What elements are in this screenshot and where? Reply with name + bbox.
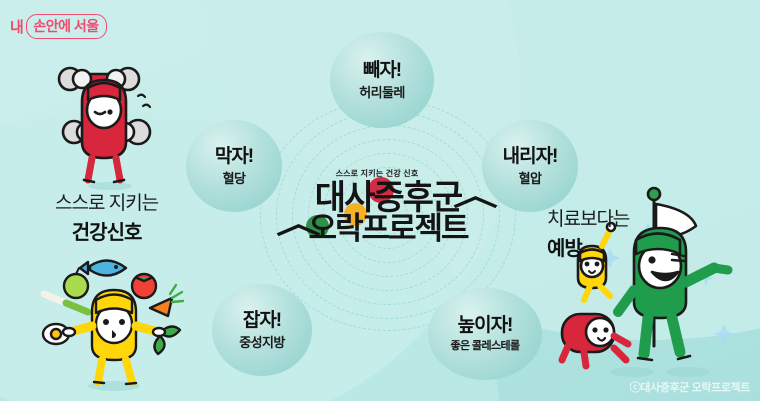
caption-left-line-1: 스스로 지키는 bbox=[55, 193, 159, 214]
bubble-cholesterol-head: 높이자! bbox=[457, 315, 514, 336]
bracket-lower-icon: 〈 bbox=[271, 207, 321, 237]
bubble-cholesterol-sub: 좋은 콜레스테롤 bbox=[450, 340, 520, 352]
bubble-waist-sub: 허리둘레 bbox=[359, 85, 405, 100]
campaign-title-main-1: 대사증후군 bbox=[314, 179, 463, 217]
bubble-blood-sugar[interactable]: 막자! 혈당 bbox=[186, 120, 282, 212]
footer-copyright: ⓒ대사증후군 오락프로젝트 bbox=[629, 382, 751, 394]
bubble-blood-pressure-sub: 혈압 bbox=[518, 171, 542, 186]
seoul-logo-word: 내 bbox=[10, 19, 24, 36]
bubble-blood-sugar-sub: 혈당 bbox=[222, 171, 246, 186]
character-weightlifter bbox=[57, 66, 152, 190]
bubble-triglycerides-sub: 중성지방 bbox=[239, 335, 285, 350]
bubble-waist-head: 빼자! bbox=[362, 60, 402, 81]
campaign-title-main-2: 오락프로젝트 bbox=[308, 211, 469, 246]
campaign-subtitle: 스스로 지키는 건강 신호 bbox=[335, 169, 419, 178]
campaign-title-line-1: 대사증후군 bbox=[272, 177, 504, 226]
bubble-waist[interactable]: 빼자! 허리둘레 bbox=[330, 32, 434, 128]
caption-right-line-1: 치료보다는 bbox=[547, 209, 630, 230]
star-icon bbox=[714, 324, 734, 344]
bubble-cholesterol[interactable]: 높이자! 좋은 콜레스테롤 bbox=[428, 288, 542, 380]
campaign-title-line-2: 오락프로젝트 bbox=[272, 213, 504, 244]
bubble-blood-sugar-head: 막자! bbox=[214, 146, 254, 167]
caption-right: 치료보다는 예방 bbox=[547, 208, 630, 262]
character-group-prevention bbox=[558, 186, 733, 377]
seoul-brand-logo[interactable]: 내 손안에 서울 bbox=[10, 14, 107, 39]
caption-left-line-2: 건강신호 bbox=[71, 221, 143, 244]
bubble-triglycerides[interactable]: 잡자! 중성지방 bbox=[212, 284, 312, 376]
bubble-blood-pressure-head: 내리자! bbox=[502, 146, 559, 167]
concentric-rings-decoration bbox=[258, 99, 518, 331]
star-icon bbox=[600, 248, 620, 268]
caption-right-line-2: 예방 bbox=[547, 237, 583, 260]
bubble-blood-pressure[interactable]: 내리자! 혈압 bbox=[482, 120, 578, 212]
bubble-triglycerides-head: 잡자! bbox=[242, 310, 282, 331]
campaign-logo: 스스로 지키는 건강 신호 대사증후군 오락프로젝트 〉 〈 bbox=[271, 168, 504, 244]
character-healthy-eater bbox=[40, 259, 185, 391]
seoul-logo-pill: 손안에 서울 bbox=[26, 14, 107, 39]
caption-left: 스스로 지키는 건강신호 bbox=[55, 192, 159, 246]
